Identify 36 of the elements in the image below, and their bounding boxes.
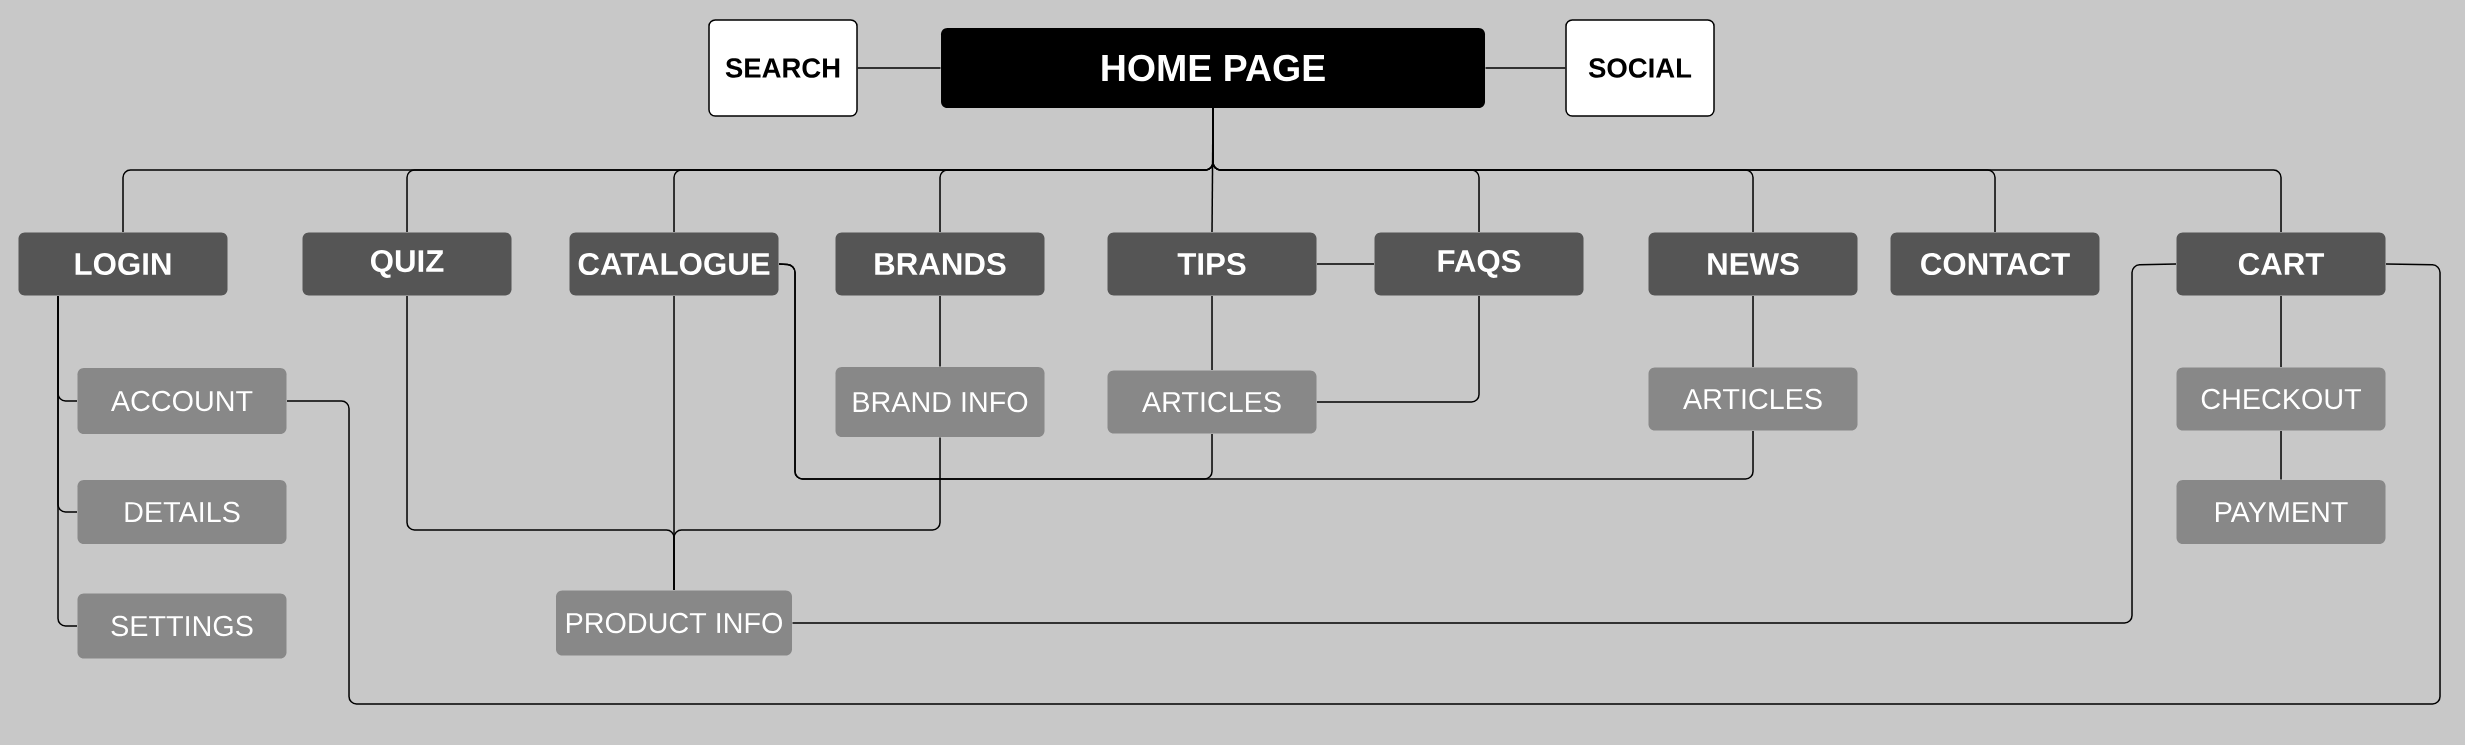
subpage-box: BRAND INFO [835, 367, 1045, 437]
connector-line [1484, 67, 1566, 69]
subpage-box: PRODUCT INFO [556, 590, 792, 656]
subpage-box: ARTICLES [1648, 367, 1858, 431]
connector-line [286, 263, 2441, 705]
connector-line [939, 295, 941, 368]
connector-line [673, 436, 941, 591]
subpage-box: CHECKOUT [2176, 367, 2386, 431]
connector-line [778, 263, 1754, 480]
subpage-box: ACCOUNT [77, 368, 287, 434]
page-box: QUIZ [302, 232, 512, 296]
page-box: SEARCH [708, 19, 858, 117]
page-box: HOME PAGE [941, 28, 1485, 108]
subpage-box: SETTINGS [77, 593, 287, 659]
page-box: CART [2176, 232, 2386, 296]
connector-line [2280, 430, 2282, 481]
page-box: CONTACT [1890, 232, 2100, 296]
connector-line [857, 67, 942, 69]
page-box: FAQS [1374, 232, 1584, 296]
page-box: SOCIAL [1565, 19, 1715, 117]
connector-line [2280, 295, 2282, 368]
page-box: NEWS [1648, 232, 1858, 296]
connector-line [1211, 295, 1213, 371]
connector-line [1316, 263, 1375, 265]
page-box: BRANDS [835, 232, 1045, 296]
page-box: TIPS [1107, 232, 1317, 296]
connector-line [1212, 107, 2282, 233]
subpage-box: PAYMENT [2176, 480, 2386, 544]
connector-line [57, 295, 78, 627]
subpage-box: DETAILS [77, 480, 287, 544]
page-box: CATALOGUE [569, 232, 779, 296]
page-box: LOGIN [18, 232, 228, 296]
connector-line [1316, 295, 1480, 403]
connector-line [1752, 295, 1754, 368]
subpage-box: ARTICLES [1107, 370, 1317, 434]
connector-line [791, 263, 2177, 624]
